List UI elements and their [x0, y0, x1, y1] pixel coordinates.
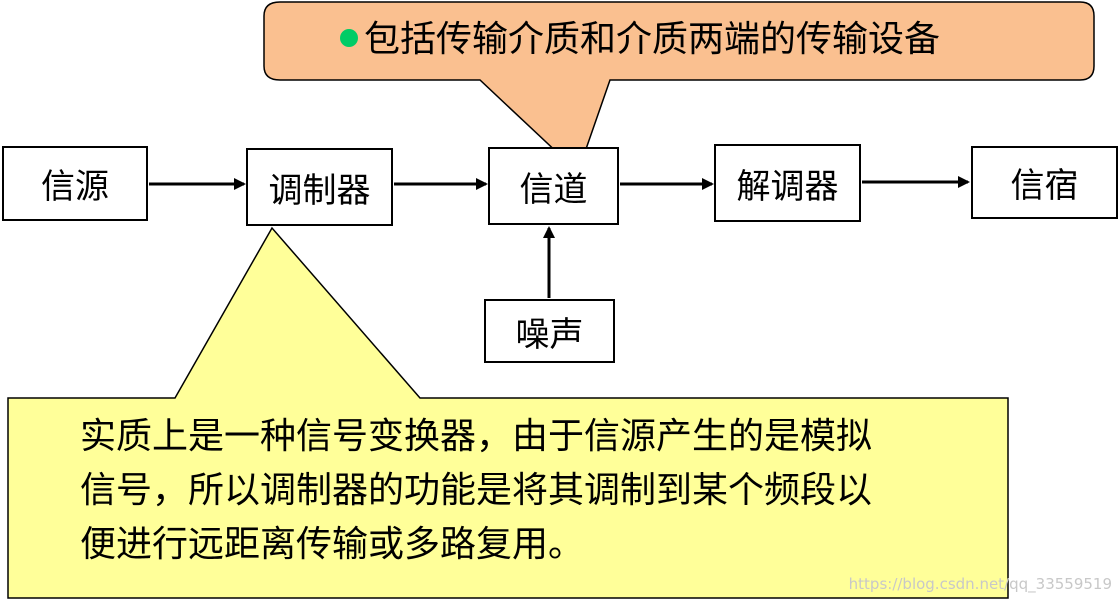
modulator-callout-line-2: 信号，所以调制器的功能是将其调制到某个频段以 [80, 470, 873, 511]
channel-callout-shape [263, 1, 1095, 174]
node-channel: 信道 [488, 147, 619, 225]
modulator-callout-shape [7, 226, 1009, 599]
bullet-dot-icon [340, 29, 358, 47]
modulator-callout-line-1: 实质上是一种信号变换器，由于信源产生的是模拟 [80, 416, 873, 457]
modulator-callout-line-3: 便进行远距离传输或多路复用。 [80, 524, 585, 565]
node-demodulator: 解调器 [714, 144, 861, 222]
node-sink: 信宿 [971, 146, 1118, 219]
channel-callout-text: 包括传输介质和介质两端的传输设备 [340, 18, 940, 62]
node-modulator: 调制器 [246, 148, 393, 226]
node-noise: 噪声 [484, 299, 615, 363]
node-source: 信源 [2, 146, 148, 221]
modulator-callout-text: 实质上是一种信号变换器，由于信源产生的是模拟 信号，所以调制器的功能是将其调制到… [80, 410, 872, 572]
channel-callout-label: 包括传输介质和介质两端的传输设备 [364, 19, 941, 60]
watermark: https://blog.csdn.net/qq_33559519 [848, 575, 1112, 593]
